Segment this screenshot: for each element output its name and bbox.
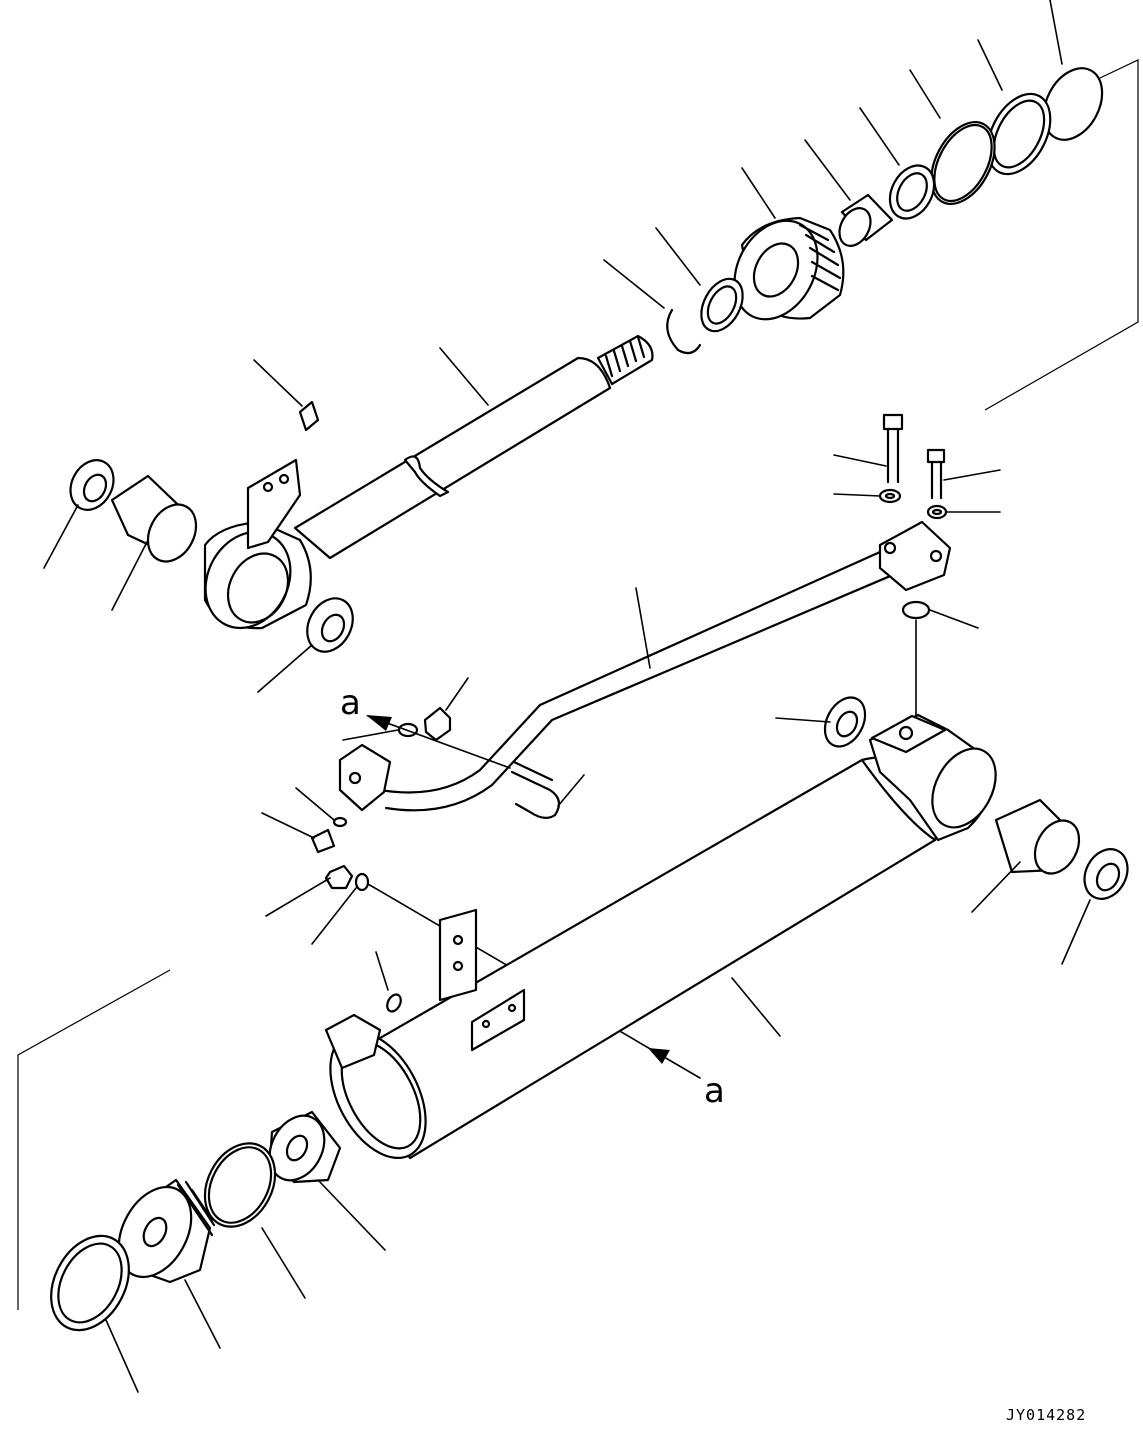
piston-ring <box>50 1234 139 1393</box>
backup-ring-top <box>977 39 1052 176</box>
piston <box>117 1178 221 1349</box>
grease-fitting <box>253 359 320 432</box>
wiper-seal <box>859 107 936 220</box>
view-label-a-bottom: a <box>704 1071 725 1111</box>
hex-nut <box>265 864 354 917</box>
drawing-code: JY014282 <box>1006 1406 1086 1424</box>
rod-eye <box>203 458 312 630</box>
o-ring-small <box>342 722 419 741</box>
o-ring-flange <box>901 600 979 723</box>
bushing-tube <box>971 798 1081 913</box>
lock-washer-2 <box>926 504 1001 520</box>
flange-bolt-1 <box>833 413 904 484</box>
view-marker-a-top: a <box>340 683 511 769</box>
pipe-mount-bracket <box>438 908 478 1002</box>
snap-ring-rod <box>603 259 702 355</box>
plain-washer <box>311 872 370 945</box>
u-bolt <box>510 760 585 819</box>
lock-washer-1 <box>833 488 902 504</box>
rod-bushing <box>804 139 894 247</box>
frame-lines <box>17 59 1139 1310</box>
o-ring-top <box>909 69 996 205</box>
tube-block-bottom <box>338 743 392 812</box>
clamp-plate <box>470 988 526 1052</box>
piston-nut <box>268 1110 386 1251</box>
cylinder-head <box>733 167 845 321</box>
flange-bolt-2 <box>926 448 1001 500</box>
o-ring-block <box>295 787 348 828</box>
spacer-tube <box>775 696 867 748</box>
tube-flange-top <box>878 520 952 592</box>
dust-seal-rod-eye <box>43 459 115 569</box>
bushing-rod-eye <box>110 474 198 611</box>
piston-rod <box>293 334 654 560</box>
tube-assembly <box>378 550 897 812</box>
u-packing <box>655 227 744 333</box>
snap-ring-top <box>1042 0 1104 141</box>
spacer-rod-eye <box>257 597 354 693</box>
cylinder-tube <box>329 756 939 1160</box>
dust-seal-tube <box>1061 848 1129 965</box>
tube-bottom-eye <box>868 713 997 842</box>
tube-clamp <box>423 677 469 742</box>
tube-port-block <box>324 1013 382 1070</box>
grease-plug <box>375 951 402 1013</box>
block-bolt <box>261 812 336 854</box>
view-label-a-top: a <box>340 683 361 723</box>
wear-ring <box>203 1142 306 1299</box>
